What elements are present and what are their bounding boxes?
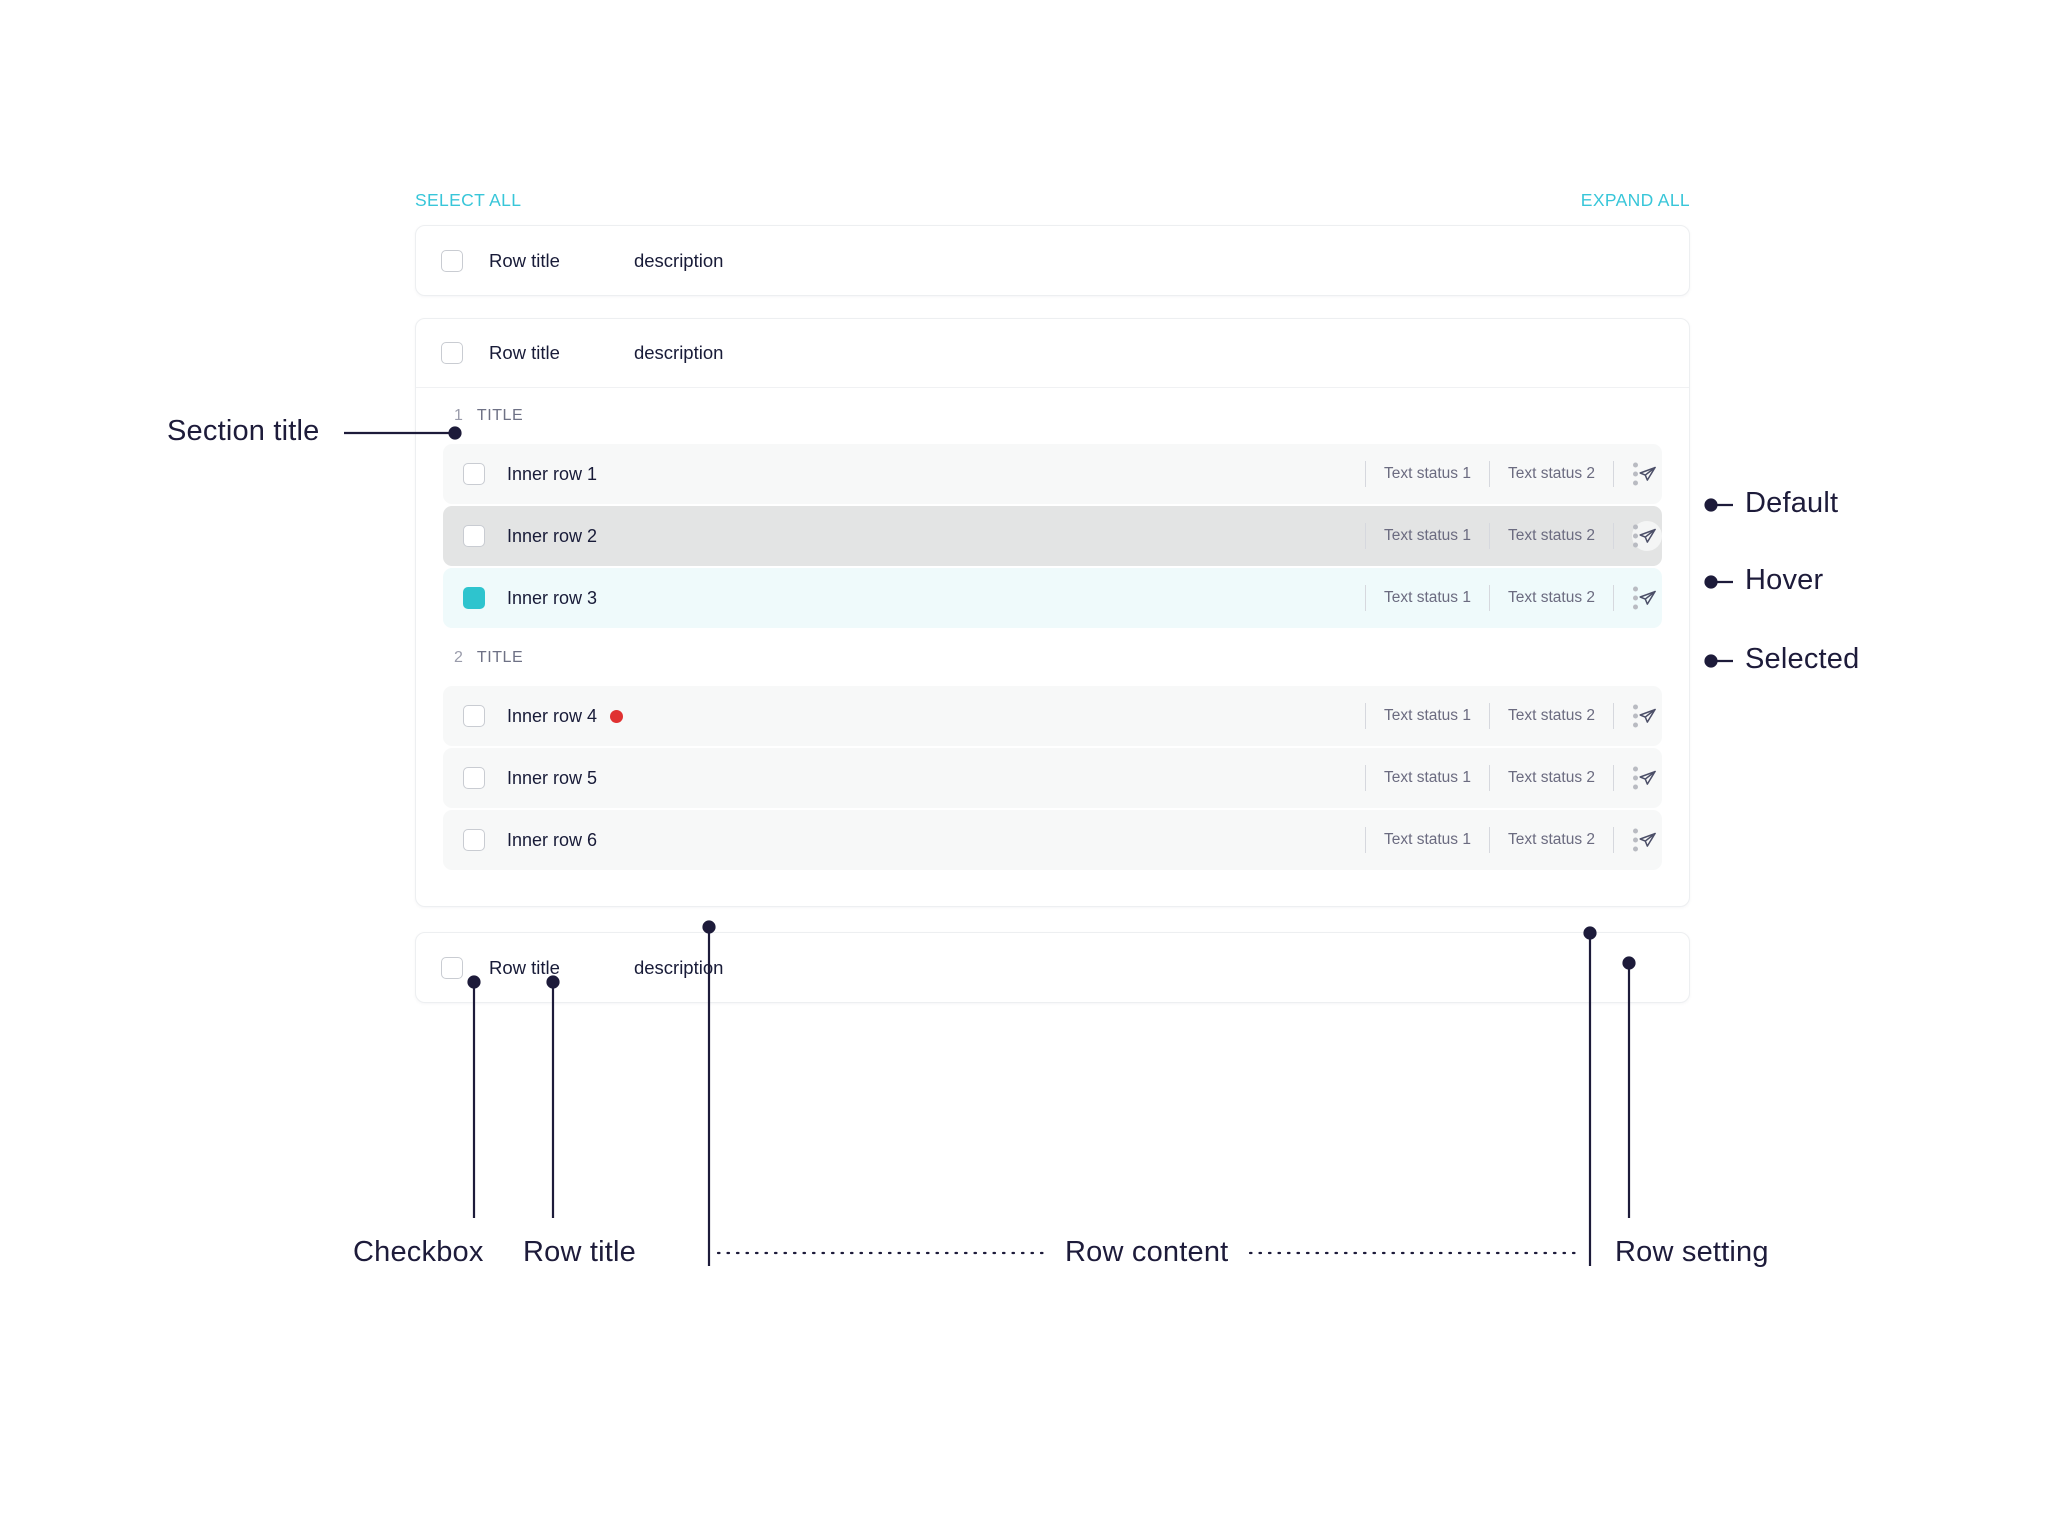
row-content: Text status 1 Text status 2: [1364, 461, 1662, 487]
status-text-1: Text status 1: [1364, 523, 1489, 549]
section-number: 2: [454, 649, 463, 666]
inner-row-default[interactable]: Inner row 5 Text status 1 Text status 2: [443, 748, 1662, 808]
send-cell: [1613, 827, 1662, 853]
row-setting-menu[interactable]: [1627, 825, 1644, 856]
list-card-1[interactable]: Row title description: [415, 225, 1690, 296]
row-checkbox-checked[interactable]: [463, 587, 485, 609]
send-icon[interactable]: [1632, 763, 1662, 793]
section-number: 1: [454, 407, 463, 424]
row-content: Text status 1 Text status 2: [1364, 703, 1662, 729]
card-body: 1 TITLE Inner row 1 Text status 1 Text s…: [416, 388, 1689, 906]
expand-all-button[interactable]: EXPAND ALL: [1580, 190, 1690, 210]
inner-row-title: Inner row 1: [507, 463, 598, 484]
status-text-1: Text status 1: [1364, 765, 1489, 791]
section-label: TITLE: [476, 649, 524, 666]
card-header[interactable]: Row title description: [416, 226, 1689, 295]
send-cell: [1613, 585, 1662, 611]
row-checkbox[interactable]: [463, 767, 485, 789]
row-setting-menu[interactable]: [1627, 459, 1644, 490]
annotation-row-setting: Row setting: [1615, 1236, 1769, 1268]
annotation-state-selected: Selected: [1745, 643, 1860, 675]
annotation-row-content: Row content: [1065, 1236, 1229, 1268]
inner-row-selected[interactable]: Inner row 3 Text status 1 Text status 2: [443, 568, 1662, 628]
row-checkbox[interactable]: [441, 249, 463, 272]
inner-row-title: Inner row 6: [507, 829, 598, 850]
annotation-state-hover: Hover: [1745, 564, 1824, 596]
inner-row-title: Inner row 2: [507, 525, 598, 546]
row-content: Text status 1 Text status 2: [1364, 827, 1662, 853]
send-cell: [1613, 765, 1662, 791]
row-content: Text status 1 Text status 2: [1364, 765, 1662, 791]
section-label: TITLE: [476, 407, 524, 424]
inner-row-hover[interactable]: Inner row 2 Text status 1 Text status 2: [443, 506, 1662, 566]
row-checkbox[interactable]: [441, 956, 463, 979]
status-text-2: Text status 2: [1488, 523, 1613, 549]
inner-row-default[interactable]: Inner row 1 Text status 1 Text status 2: [443, 444, 1662, 504]
card-header[interactable]: Row title description: [416, 933, 1689, 1002]
select-all-button[interactable]: SELECT ALL: [415, 190, 522, 210]
row-title: Row title: [489, 249, 560, 271]
send-icon[interactable]: [1632, 825, 1662, 855]
section-title-1: 1 TITLE: [443, 388, 1662, 444]
card-header[interactable]: Row title description: [416, 319, 1689, 388]
row-description: description: [633, 249, 724, 271]
status-text-2: Text status 2: [1488, 703, 1613, 729]
row-checkbox[interactable]: [463, 463, 485, 485]
status-text-1: Text status 1: [1364, 461, 1489, 487]
row-setting-menu[interactable]: [1627, 583, 1644, 614]
row-setting-menu[interactable]: [1627, 701, 1644, 732]
send-cell: [1613, 703, 1662, 729]
row-description: description: [633, 956, 724, 978]
status-text-2: Text status 2: [1488, 585, 1613, 611]
row-content: Text status 1 Text status 2: [1364, 521, 1662, 551]
list-toolbar: SELECT ALL EXPAND ALL: [415, 190, 1690, 216]
row-setting-menu[interactable]: [1627, 521, 1644, 552]
status-text-1: Text status 1: [1364, 827, 1489, 853]
list-card-2-expanded[interactable]: Row title description 1 TITLE Inner row …: [415, 318, 1690, 907]
row-checkbox[interactable]: [463, 525, 485, 547]
status-dot-badge: [610, 709, 624, 723]
section-title-2: 2 TITLE: [443, 630, 1662, 686]
annotation-section-title: Section title: [167, 415, 320, 447]
expandable-list-component: SELECT ALL EXPAND ALL Row title descript…: [415, 190, 1690, 1003]
annotation-state-default: Default: [1745, 487, 1839, 519]
annotation-row-title: Row title: [523, 1236, 636, 1268]
status-text-2: Text status 2: [1488, 461, 1613, 487]
status-text-1: Text status 1: [1364, 585, 1489, 611]
row-description: description: [633, 342, 724, 363]
inner-row-title: Inner row 4: [507, 705, 598, 726]
inner-row-title: Inner row 5: [507, 767, 598, 788]
send-cell: [1613, 461, 1662, 487]
row-title: Row title: [489, 956, 560, 978]
inner-row-title: Inner row 3: [507, 587, 598, 608]
status-text-2: Text status 2: [1488, 765, 1613, 791]
inner-row-default[interactable]: Inner row 4 Text status 1 Text status 2: [443, 686, 1662, 746]
row-setting-menu[interactable]: [1627, 763, 1644, 794]
annotation-checkbox: Checkbox: [353, 1236, 484, 1268]
send-icon[interactable]: [1632, 583, 1662, 613]
row-title: Row title: [489, 342, 560, 363]
inner-row-default[interactable]: Inner row 6 Text status 1 Text status 2: [443, 810, 1662, 870]
status-text-2: Text status 2: [1488, 827, 1613, 853]
list-card-3[interactable]: Row title description: [415, 932, 1690, 1003]
row-checkbox[interactable]: [463, 705, 485, 727]
row-content: Text status 1 Text status 2: [1364, 585, 1662, 611]
send-icon[interactable]: [1632, 459, 1662, 489]
status-text-1: Text status 1: [1364, 703, 1489, 729]
send-icon[interactable]: [1632, 701, 1662, 731]
row-checkbox[interactable]: [441, 342, 463, 364]
row-checkbox[interactable]: [463, 829, 485, 851]
